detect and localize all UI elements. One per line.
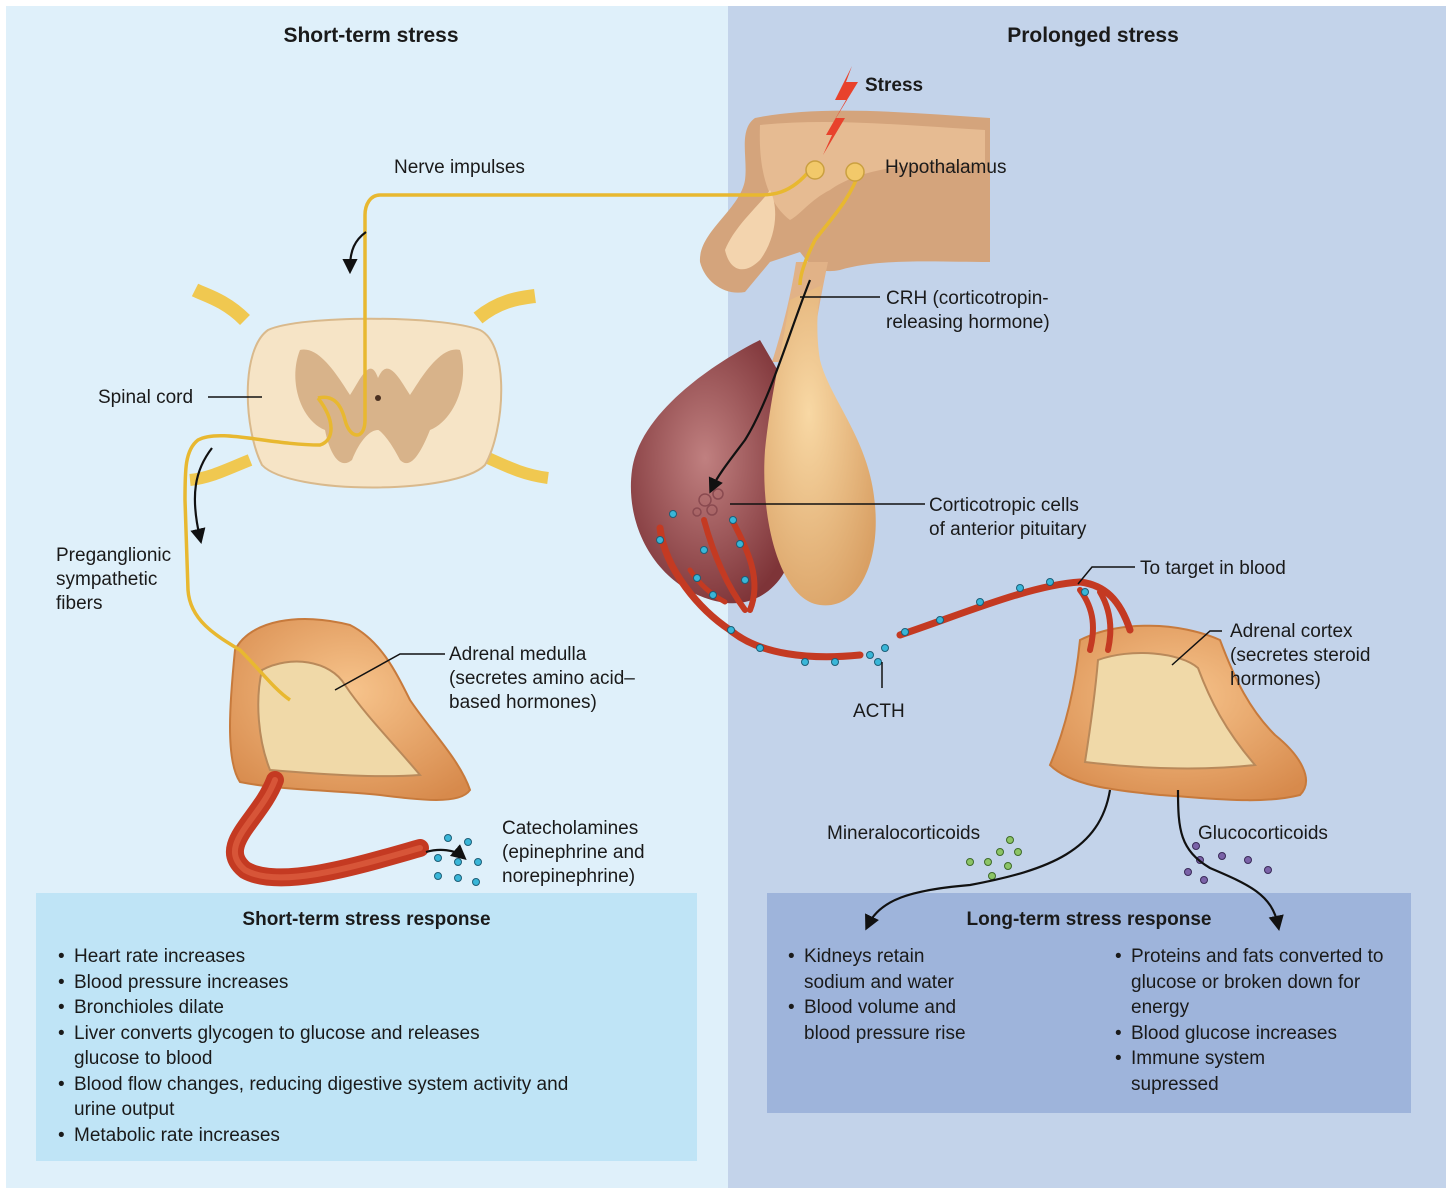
long-term-item: Blood glucose increases [1115,1021,1397,1047]
adrenal-cortex-label: Adrenal cortex (secretes steroid hormone… [1230,620,1370,692]
short-term-box-title: Short-term stress response [36,909,697,931]
long-term-item: Proteins and fats converted to glucose o… [1115,944,1397,1021]
catecholamines-line-1: Catecholamines [502,817,645,841]
nerve-impulses-label: Nerve impulses [394,156,525,180]
adrenal-cortex-line-2: (secretes steroid [1230,644,1370,668]
glucocorticoid-molecules [1185,843,1272,884]
short-term-item: Liver converts glycogen to glucose and r… [58,1021,534,1072]
adrenal-cortex-line-1: Adrenal cortex [1230,620,1370,644]
spinal-cord-label: Spinal cord [98,386,193,410]
adrenal-cortex-line-3: hormones) [1230,668,1370,692]
short-term-item: Blood flow changes, reducing digestive s… [58,1072,594,1123]
catecholamines-label: Catecholamines (epinephrine and norepine… [502,817,645,889]
to-target-label: To target in blood [1140,557,1286,581]
spinal-cord [190,290,548,488]
adrenal-medulla-line-3: based hormones) [449,691,635,715]
long-term-list-right: Proteins and fats converted to glucose o… [1115,944,1397,1097]
stress-label: Stress [865,74,923,98]
long-term-list-left: Kidneys retain sodium and water Blood vo… [788,944,988,1046]
corticotropic-cells-label: Corticotropic cells of anterior pituitar… [929,494,1086,542]
prolonged-heading: Prolonged stress [958,24,1228,48]
short-term-heading: Short-term stress [236,24,506,48]
preganglionic-line-2: sympathetic [56,568,171,592]
short-term-item: Bronchioles dilate [58,995,678,1021]
short-term-item: Metabolic rate increases [58,1123,678,1149]
catecholamines-line-3: norepinephrine) [502,865,645,889]
corticotropic-line-1: Corticotropic cells [929,494,1086,518]
glucocorticoids-label: Glucocorticoids [1198,822,1328,846]
hypothalamus-label: Hypothalamus [885,156,1006,180]
preganglionic-label: Preganglionic sympathetic fibers [56,544,171,616]
adrenal-medulla-line-1: Adrenal medulla [449,643,635,667]
long-term-box-title: Long-term stress response [767,909,1411,931]
short-term-list: Heart rate increases Blood pressure incr… [58,944,678,1148]
mineralocorticoids-label: Mineralocorticoids [827,822,980,846]
catecholamines-line-2: (epinephrine and [502,841,645,865]
short-term-item: Heart rate increases [58,944,678,970]
adrenal-medulla-line-2: (secretes amino acid– [449,667,635,691]
preganglionic-line-3: fibers [56,592,171,616]
adrenal-gland-left [230,619,470,800]
long-term-item: Immune system supressed [1115,1046,1301,1097]
catecholamine-molecules [435,835,482,886]
crh-label: CRH (corticotropin- releasing hormone) [886,287,1050,335]
crh-line-1: CRH (corticotropin- [886,287,1050,311]
corticotropic-line-2: of anterior pituitary [929,518,1086,542]
long-term-item: Blood volume and blood pressure rise [788,995,988,1046]
long-term-item: Kidneys retain sodium and water [788,944,988,995]
preganglionic-line-1: Preganglionic [56,544,171,568]
adrenal-medulla-label: Adrenal medulla (secretes amino acid– ba… [449,643,635,715]
short-term-item: Blood pressure increases [58,970,678,996]
acth-label: ACTH [853,700,905,724]
crh-line-2: releasing hormone) [886,311,1050,335]
